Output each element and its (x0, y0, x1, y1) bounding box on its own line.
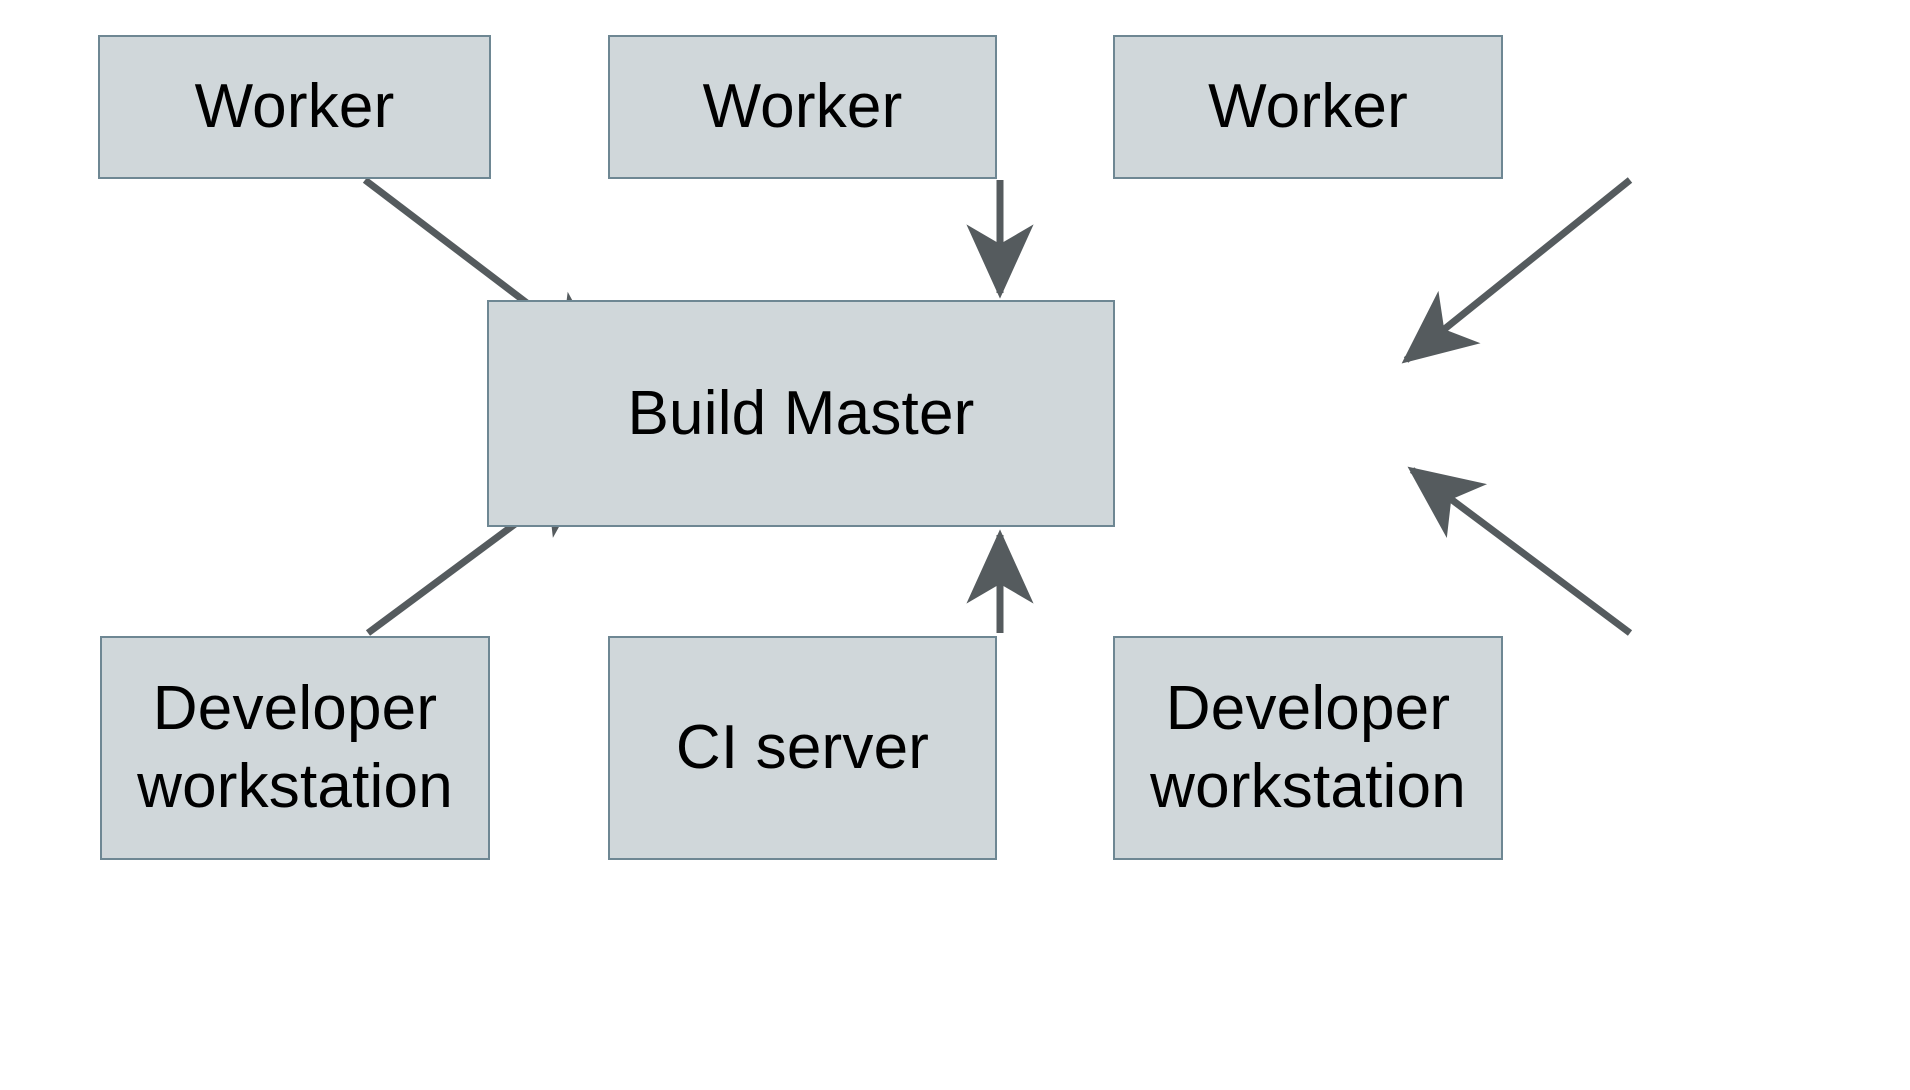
node-worker-2[interactable]: Worker (608, 35, 997, 179)
node-developer-workstation-left-label: Developer workstation (137, 674, 453, 821)
edge-worker-3-to-build-master (1401, 177, 1633, 364)
node-ci-server-label: CI server (675, 713, 930, 782)
edge-dev-right-to-build-master (1407, 466, 1633, 636)
node-worker-3[interactable]: Worker (1113, 35, 1503, 179)
node-worker-1-label: Worker (194, 72, 395, 141)
node-developer-workstation-right[interactable]: Developer workstation (1113, 636, 1503, 860)
node-worker-1[interactable]: Worker (98, 35, 491, 179)
node-worker-2-label: Worker (702, 72, 903, 141)
node-build-master[interactable]: Build Master (487, 300, 1115, 527)
node-worker-3-label: Worker (1208, 72, 1408, 141)
node-build-master-label: Build Master (627, 378, 975, 448)
node-developer-workstation-right-label: Developer workstation (1150, 674, 1466, 821)
node-ci-server[interactable]: CI server (608, 636, 997, 860)
node-developer-workstation-left[interactable]: Developer workstation (100, 636, 490, 860)
